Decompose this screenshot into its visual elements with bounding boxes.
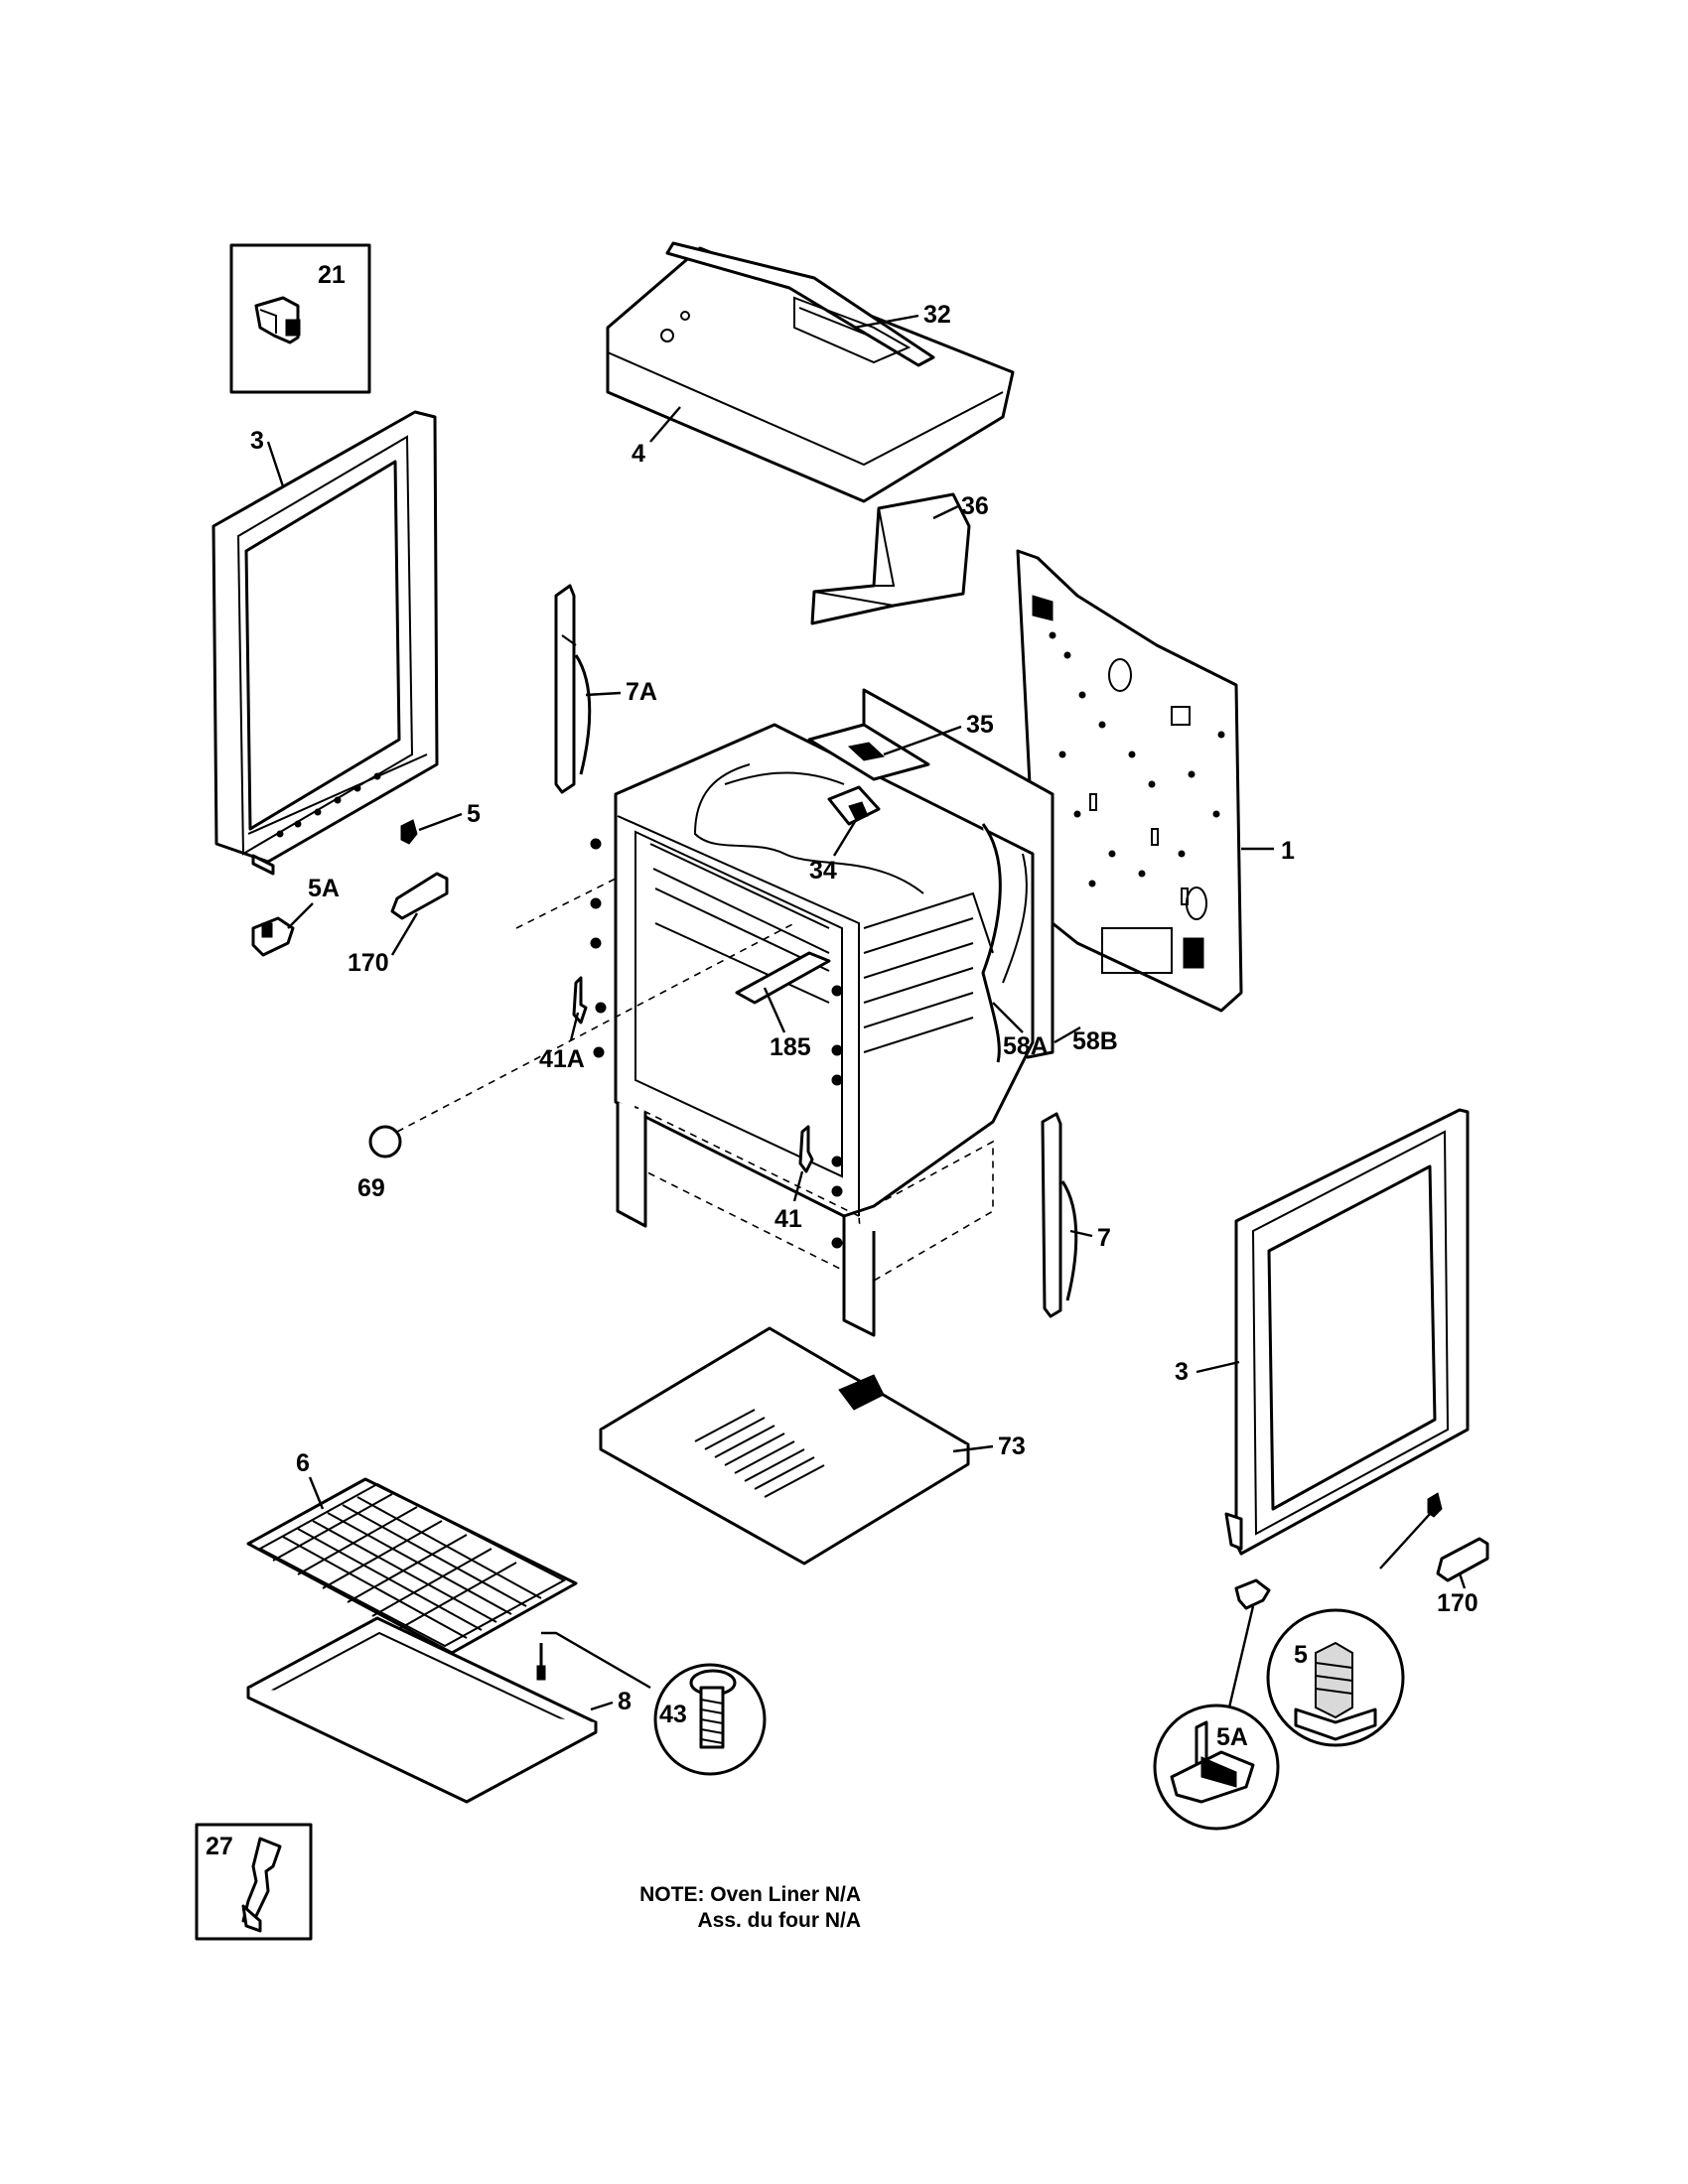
callout-7: 7 (1097, 1224, 1111, 1252)
hinge-7A (554, 584, 592, 794)
part-21-inset (229, 243, 371, 394)
leader-35 (883, 725, 962, 756)
hinge-7 (1041, 1112, 1078, 1318)
callout-73: 73 (998, 1433, 1026, 1460)
callout-27: 27 (206, 1833, 233, 1860)
note-line-1: NOTE: Oven Liner N/A (639, 1883, 861, 1906)
callout-36: 36 (961, 492, 989, 520)
leader-32 (853, 314, 919, 330)
leader-170-right (1458, 1572, 1467, 1589)
callout-35: 35 (966, 711, 994, 739)
leader-4 (649, 406, 681, 443)
part-6-oven-rack (246, 1477, 578, 1655)
callout-5-right: 5 (1294, 1641, 1308, 1669)
leader-58B (1054, 1025, 1081, 1044)
callout-21: 21 (318, 261, 346, 289)
callout-32: 32 (923, 301, 951, 329)
leader-34 (832, 819, 858, 857)
callout-185: 185 (770, 1033, 811, 1061)
leader-7 (1069, 1229, 1093, 1238)
leader-7A (585, 691, 622, 697)
leader-36 (932, 504, 959, 520)
callout-5A-right: 5A (1216, 1723, 1248, 1751)
leveler-5A-left (251, 916, 295, 957)
callout-5A-left: 5A (308, 875, 340, 902)
callout-4: 4 (632, 440, 645, 468)
leader-6 (308, 1476, 325, 1510)
screws (590, 838, 843, 1249)
part-69-lens (368, 877, 795, 1159)
callout-34: 34 (809, 857, 837, 885)
side-panel-left (211, 410, 439, 876)
note-block: NOTE: Oven Liner N/A Ass. du four N/A (603, 1882, 861, 1934)
side-panel-right (1224, 1108, 1470, 1556)
leader-41 (792, 1170, 804, 1202)
part-8-broil-pan (246, 1616, 598, 1804)
leveler-5A-right (1234, 1578, 1271, 1610)
part-73-bottom-panel (599, 1326, 970, 1566)
callout-41A: 41A (539, 1045, 585, 1073)
detail-circle-5 (1266, 1513, 1431, 1747)
note-line-2: Ass. du four N/A (697, 1909, 861, 1932)
leader-170-left (390, 912, 419, 956)
bracket-170-right (1436, 1537, 1489, 1582)
callout-41: 41 (774, 1205, 802, 1233)
leader-58A (992, 1002, 1024, 1033)
callout-170-right: 170 (1437, 1589, 1478, 1617)
leader-185 (763, 987, 786, 1033)
callout-7A: 7A (626, 678, 657, 706)
leader-3-left (266, 441, 285, 487)
callout-58A: 58A (1003, 1032, 1049, 1060)
part-27-inset (195, 1823, 313, 1941)
leader-5-left (418, 812, 463, 832)
leveler-5-right (1427, 1492, 1443, 1518)
oven-cavity (614, 723, 1035, 1337)
callout-6: 6 (296, 1449, 310, 1477)
callout-3-right: 3 (1175, 1358, 1189, 1386)
leader-8 (590, 1701, 614, 1711)
leader-41A (569, 1012, 580, 1041)
leader-5A-left (287, 902, 314, 929)
part-36-bracket (810, 492, 971, 625)
bracket-170-left (390, 872, 449, 920)
detail-circle-5A (1153, 1605, 1280, 1831)
top-frame-part-4-32 (606, 241, 1015, 503)
callout-170-left: 170 (348, 949, 389, 977)
callout-5-left: 5 (467, 800, 481, 828)
leader-73 (952, 1444, 994, 1453)
leveler-5-left (400, 819, 418, 845)
part-185-handle (735, 951, 831, 1005)
callout-58B: 58B (1072, 1027, 1118, 1055)
callout-8: 8 (618, 1688, 632, 1715)
part-35-vent-plate (807, 723, 930, 826)
callout-43: 43 (659, 1701, 687, 1728)
part-43-screw (536, 1631, 767, 1776)
leader-3-right (1196, 1360, 1240, 1374)
callout-3-left: 3 (250, 427, 264, 455)
callout-1: 1 (1281, 837, 1295, 865)
bracket-41 (798, 1125, 814, 1173)
bracket-41A (572, 976, 588, 1024)
callout-69: 69 (357, 1174, 385, 1202)
